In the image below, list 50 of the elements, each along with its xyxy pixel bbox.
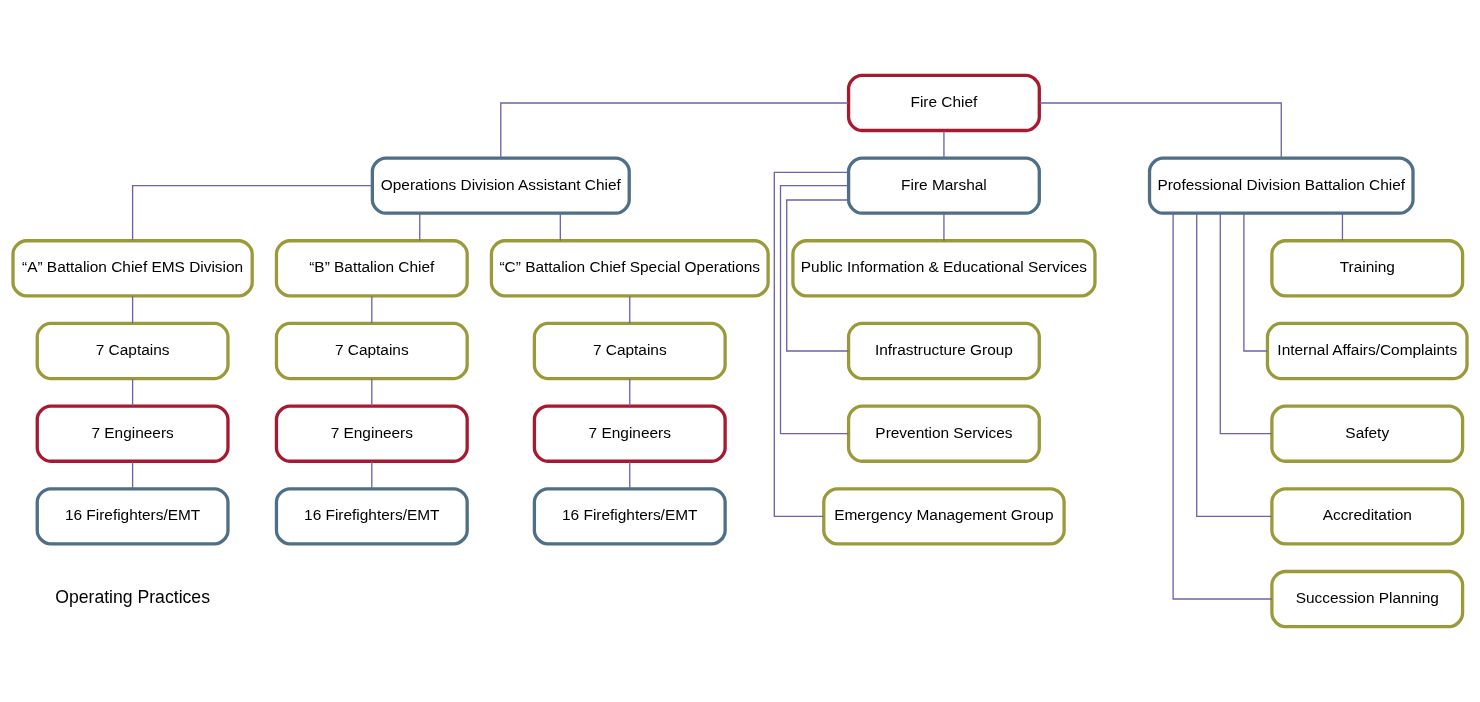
connector xyxy=(1243,212,1269,352)
connector xyxy=(773,171,849,517)
node-box: Operations Division Assistant Chief xyxy=(370,156,631,215)
node-box: “B” Battalion Chief xyxy=(274,239,469,298)
node-box: Prevention Services xyxy=(846,404,1041,463)
connector xyxy=(1219,212,1273,435)
connector xyxy=(419,212,421,242)
node-box: 16 Firefighters/EMT xyxy=(35,487,230,546)
connector xyxy=(1172,212,1273,600)
connector xyxy=(629,295,631,324)
connector xyxy=(500,102,849,159)
node-box: Internal Affairs/Complaints xyxy=(1265,321,1469,381)
connector xyxy=(1196,212,1273,517)
connector xyxy=(371,461,373,490)
connector xyxy=(943,212,945,242)
node-box: Accreditation xyxy=(1270,487,1465,546)
connector xyxy=(131,185,373,241)
node-box: “C” Battalion Chief Special Operations xyxy=(489,239,770,298)
node-box: 7 Captains xyxy=(35,321,230,381)
connector xyxy=(559,212,561,242)
node-box: Training xyxy=(1270,239,1465,298)
node-box: Emergency Management Group xyxy=(822,487,1066,546)
node-box: 7 Engineers xyxy=(274,404,469,463)
connector xyxy=(629,461,631,490)
node-box: 7 Captains xyxy=(274,321,469,381)
connector xyxy=(371,295,373,324)
connector xyxy=(786,199,850,352)
node-box: Fire Chief xyxy=(846,73,1041,133)
connector xyxy=(779,185,850,435)
node-box: 16 Firefighters/EMT xyxy=(532,487,727,546)
node-box: Professional Division Battalion Chief xyxy=(1147,156,1415,215)
node-box: “A” Battalion Chief EMS Division xyxy=(11,239,254,298)
connector xyxy=(1039,102,1282,159)
connector xyxy=(629,378,631,407)
node-box: Succession Planning xyxy=(1270,569,1465,629)
node-box: 7 Engineers xyxy=(35,404,230,463)
node-box: 7 Engineers xyxy=(532,404,727,463)
node-box: 7 Captains xyxy=(532,321,727,381)
connector xyxy=(131,295,134,324)
node-box: 16 Firefighters/EMT xyxy=(274,487,469,546)
connector xyxy=(131,461,134,490)
connector xyxy=(943,130,945,159)
node-box: Infrastructure Group xyxy=(846,321,1041,381)
connector xyxy=(131,378,134,407)
node-box: Safety xyxy=(1270,404,1465,463)
node-box: Public Information & Educational Services xyxy=(791,239,1097,298)
connector xyxy=(371,378,373,407)
connector xyxy=(1341,212,1344,242)
label: Operating Practices xyxy=(55,587,210,608)
node-box: Fire Marshal xyxy=(846,156,1041,215)
